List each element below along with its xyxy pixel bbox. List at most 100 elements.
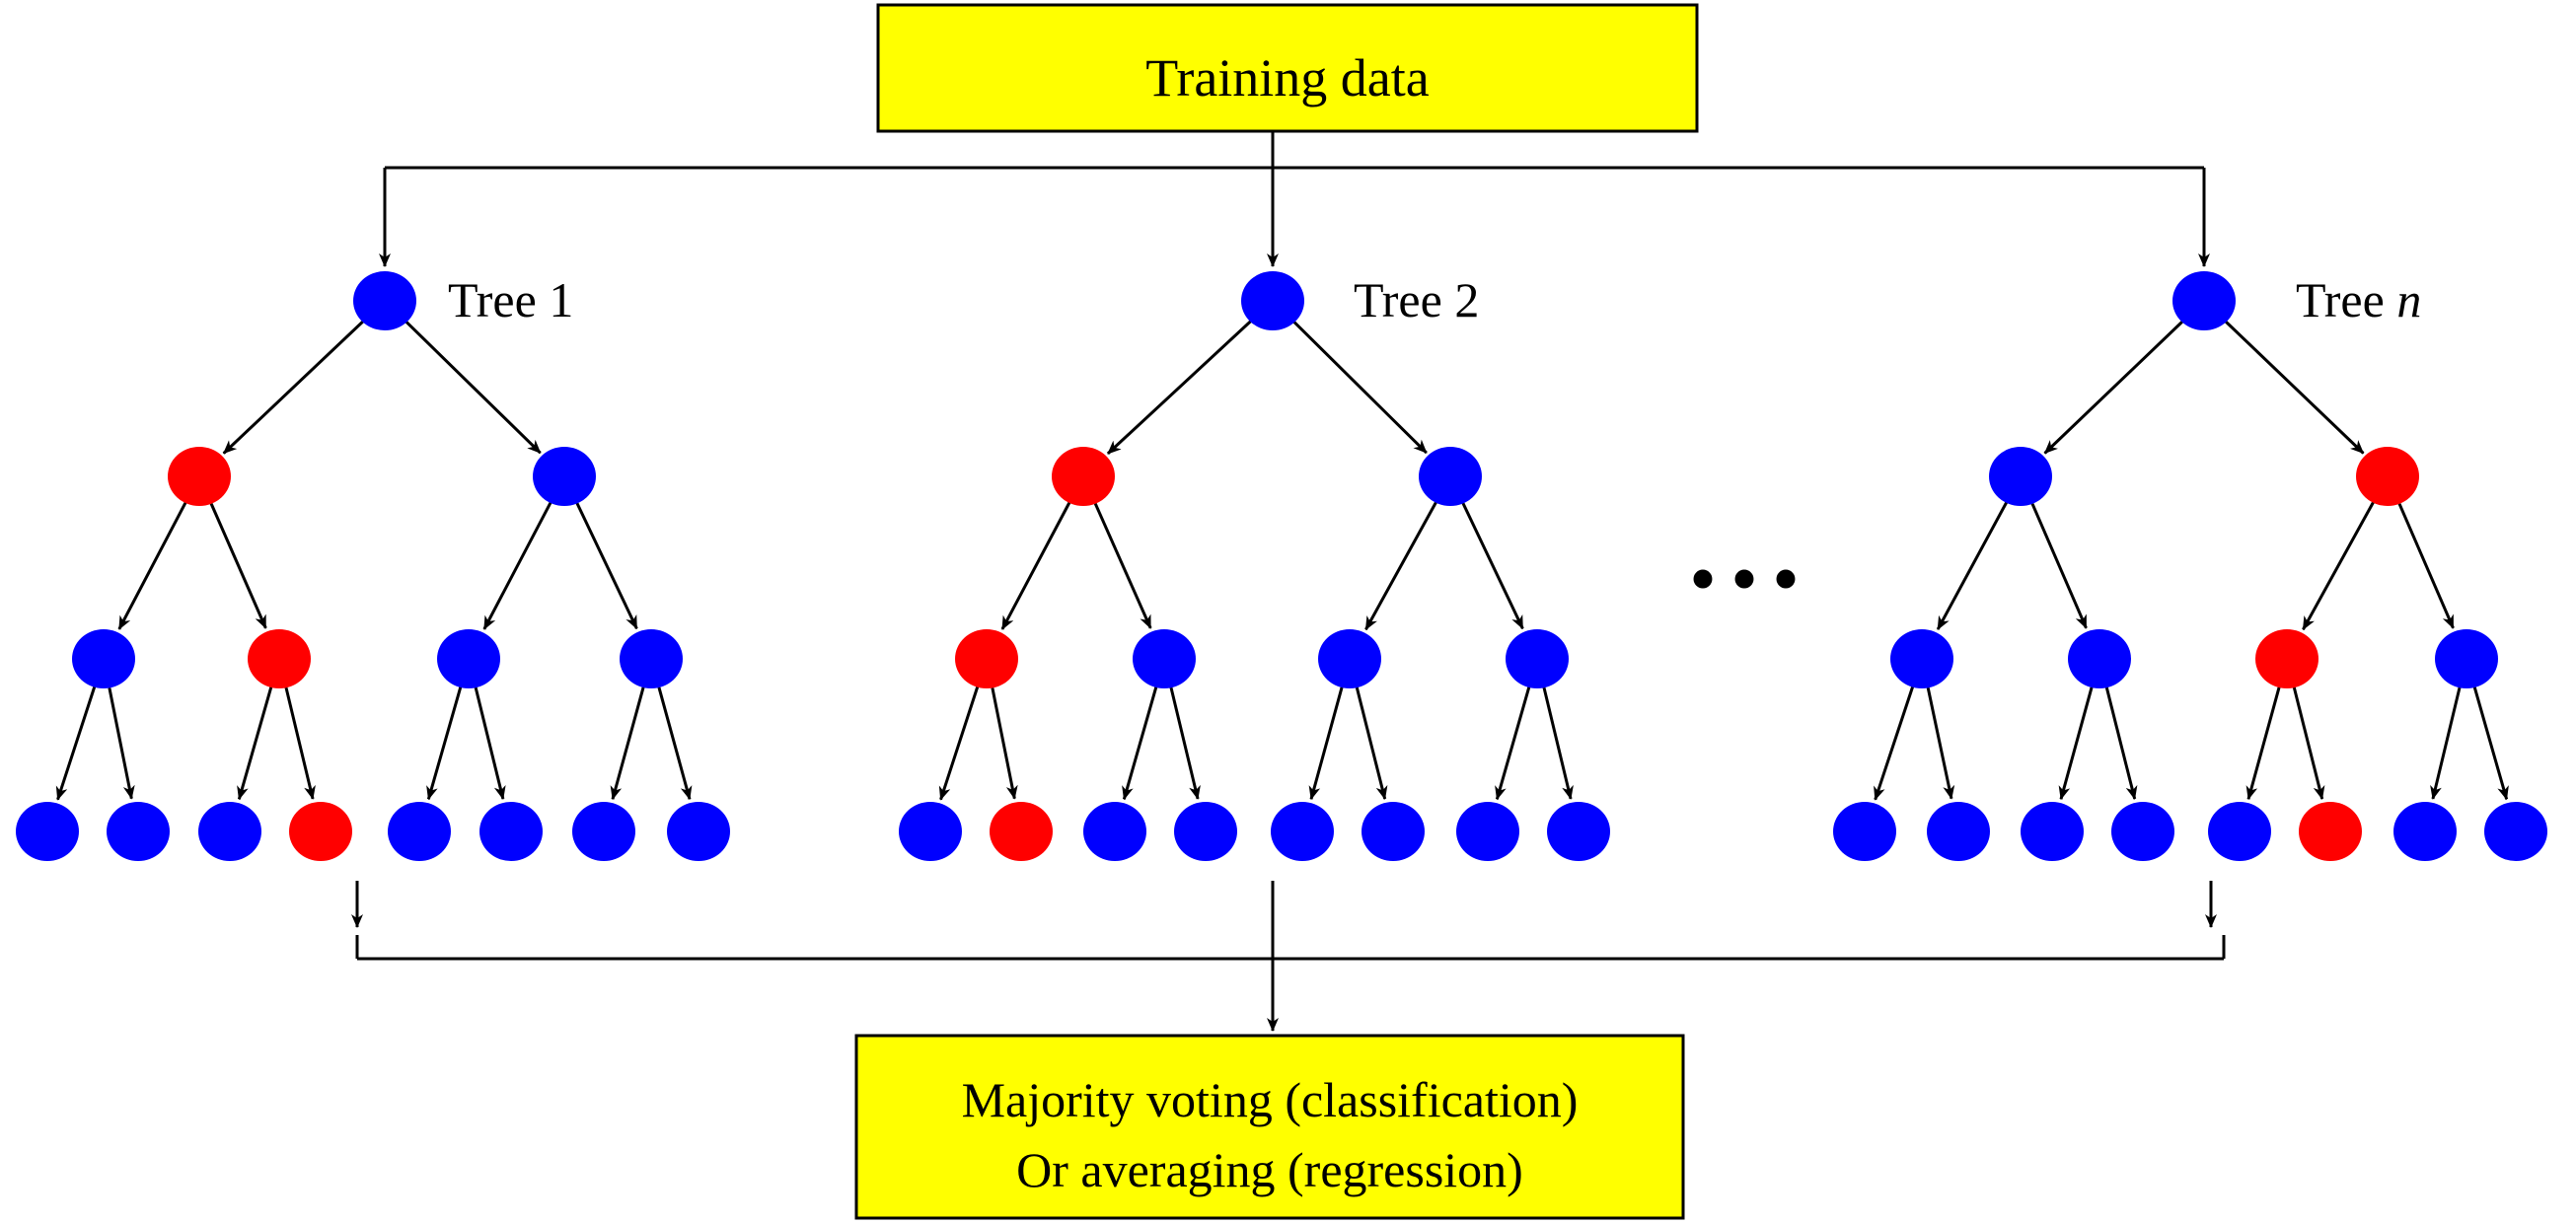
tree-node-blue <box>1989 447 2052 506</box>
tree-node-red <box>1052 447 1115 506</box>
tree-edge <box>2030 502 2088 629</box>
tree-edge <box>2397 502 2455 629</box>
tree-node-blue <box>2435 629 2498 688</box>
tree-node-red <box>990 802 1053 861</box>
tree-edge <box>1122 686 1158 801</box>
tree-edge <box>209 502 267 629</box>
tree-node-red <box>955 629 1018 688</box>
tree-node-blue <box>572 802 635 861</box>
aggregation-connectors <box>351 881 2226 1032</box>
ellipsis: • • • <box>1691 541 1799 617</box>
tree-node-blue <box>1133 629 1196 688</box>
tree-2-label: Tree 2 <box>1354 272 1479 327</box>
tree-edge <box>426 686 463 801</box>
tree-node-blue <box>198 802 261 861</box>
distribution-connectors <box>379 131 2210 267</box>
tree-node-blue <box>1547 802 1610 861</box>
tree-edge <box>2302 501 2375 631</box>
output-line-1: Majority voting (classification) <box>962 1072 1579 1127</box>
tree-node-blue <box>388 802 451 861</box>
tree-node-red <box>168 447 231 506</box>
tree-node-red <box>248 629 311 688</box>
tree-2: Tree 2 <box>899 271 1610 861</box>
tree-edge <box>1926 687 1955 800</box>
tree-node-blue <box>107 802 170 861</box>
tree-edge <box>2043 320 2184 455</box>
tree-edge <box>1495 686 1531 801</box>
tree-edge <box>1308 686 1344 801</box>
tree-node-blue <box>1241 271 1304 330</box>
tree-edge <box>474 686 506 800</box>
tree-edge <box>575 502 638 630</box>
training-data-label: Training data <box>1145 48 1430 108</box>
tree-edge <box>1355 686 1388 800</box>
tree-edge <box>1000 501 1071 630</box>
tree-edge <box>108 687 135 800</box>
tree-node-blue <box>2068 629 2131 688</box>
tree-node-blue <box>2208 802 2271 861</box>
tree-node-blue <box>1318 629 1381 688</box>
tree-edge <box>117 501 187 630</box>
output-line-2: Or averaging (regression) <box>1016 1142 1523 1197</box>
tree-node-blue <box>16 802 79 861</box>
tree-node-red <box>2356 447 2419 506</box>
tree-node-blue <box>620 629 683 688</box>
tree-node-blue <box>1174 802 1237 861</box>
tree-edge <box>55 686 97 801</box>
tree-1: Tree 1 <box>16 271 730 861</box>
tree-edge <box>610 686 645 801</box>
tree-edge <box>1461 502 1524 630</box>
tree-node-blue <box>2484 802 2547 861</box>
tree-edge <box>284 686 316 800</box>
tree-node-blue <box>1890 629 1953 688</box>
tree-node-blue <box>667 802 730 861</box>
tree-node-red <box>289 802 352 861</box>
tree-node-blue <box>1362 802 1425 861</box>
tree-n-label: Tree n <box>2296 272 2421 327</box>
tree-node-blue <box>479 802 543 861</box>
tree-edge <box>2058 686 2094 801</box>
tree-edge <box>2245 686 2281 801</box>
tree-edge <box>237 686 273 801</box>
tree-edge <box>657 686 693 801</box>
tree-edge <box>482 501 552 630</box>
tree-node-blue <box>1833 802 1896 861</box>
tree-edge <box>1542 686 1574 800</box>
tree-node-blue <box>533 447 596 506</box>
tree-edge <box>1169 686 1201 800</box>
tree-edge <box>2104 686 2138 800</box>
tree-node-blue <box>353 271 416 330</box>
tree-edge <box>405 320 542 455</box>
tree-edge <box>2430 686 2462 800</box>
tree-1-label: Tree 1 <box>448 272 573 327</box>
training-data-box: Training data <box>876 3 1699 133</box>
tree-edge <box>2224 320 2365 455</box>
tree-node-blue <box>2393 802 2457 861</box>
tree-node-blue <box>1927 802 1990 861</box>
tree-node-blue <box>2172 271 2236 330</box>
tree-edge <box>938 686 980 801</box>
output-box: Majority voting (classification) Or aver… <box>854 1034 1685 1220</box>
tree-node-red <box>2255 629 2318 688</box>
tree-edge <box>2292 686 2325 800</box>
tree-node-blue <box>1506 629 1569 688</box>
tree-edge <box>991 687 1018 800</box>
tree-node-blue <box>437 629 500 688</box>
tree-node-blue <box>1083 802 1146 861</box>
tree-n: Tree n <box>1833 271 2547 861</box>
tree-node-blue <box>2021 802 2084 861</box>
tree-edge <box>1936 501 2009 630</box>
tree-node-blue <box>2111 802 2174 861</box>
tree-edge <box>222 320 365 455</box>
tree-edge <box>1106 320 1253 455</box>
tree-node-blue <box>72 629 135 688</box>
tree-edge <box>1874 686 1914 801</box>
tree-node-red <box>2299 802 2362 861</box>
tree-edge <box>2472 686 2509 801</box>
tree-edge <box>1364 501 1437 631</box>
tree-edge <box>1093 502 1152 629</box>
tree-node-blue <box>899 802 962 861</box>
tree-edge <box>1292 321 1428 455</box>
tree-node-blue <box>1456 802 1519 861</box>
